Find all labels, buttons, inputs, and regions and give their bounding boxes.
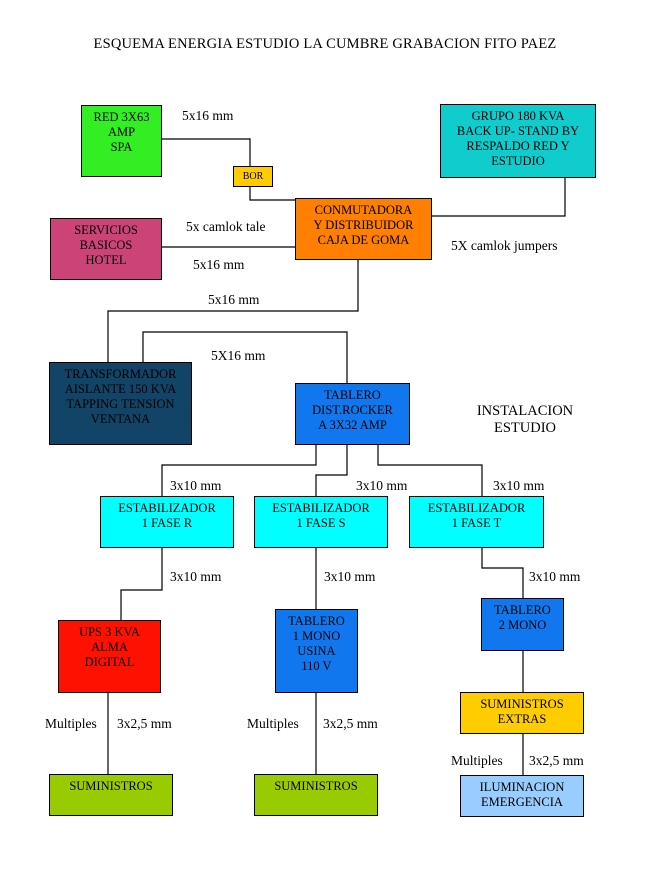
label-conm-to-trafo: 5x16 mm	[208, 292, 260, 307]
label-trafo-to-tablero: 5X16 mm	[211, 348, 266, 363]
label-multiples-3: Multiples	[451, 753, 503, 768]
wire-grupo-to-conmutadora	[432, 178, 566, 217]
wire-conmutadora-to-transformador	[107, 260, 359, 362]
transformador-box: TRANSFORMADOR AISLANTE 150 KVA TAPPING T…	[49, 362, 192, 445]
wire-tablero-to-estab-t	[377, 445, 483, 496]
label-estab-t-to-mono2: 3x10 mm	[529, 569, 581, 584]
diagram-title: ESQUEMA ENERGIA ESTUDIO LA CUMBRE GRABAC…	[93, 36, 557, 52]
label-to-estab-r: 3x10 mm	[170, 478, 222, 493]
label-to-estab-t: 3x10 mm	[493, 478, 545, 493]
label-estab-r-to-ups: 3x10 mm	[170, 569, 222, 584]
label-cable-1: 3x2,5 mm	[117, 716, 172, 731]
wire-estab-r-to-ups	[120, 548, 163, 620]
suministros-2-box: SUMINISTROS	[254, 774, 378, 816]
wire-tablero-to-estab-r	[161, 445, 317, 496]
label-camlok-jumpers: 5X camlok jumpers	[451, 238, 558, 253]
red-supply-box: RED 3X63 AMP SPA	[81, 105, 162, 177]
label-estab-s-to-mono1: 3x10 mm	[324, 569, 376, 584]
wire-transformador-to-tablero	[142, 331, 348, 383]
ups-box: UPS 3 KVA ALMA DIGITAL	[58, 620, 161, 693]
tablero-dist-box: TABLERO DIST.ROCKER A 3X32 AMP	[295, 383, 410, 445]
servicios-box: SERVICIOS BASICOS HOTEL	[50, 218, 162, 280]
estabilizador-r-box: ESTABILIZADOR 1 FASE R	[100, 496, 234, 548]
label-multiples-2: Multiples	[247, 716, 299, 731]
suministros-1-box: SUMINISTROS	[49, 774, 173, 816]
conmutadora-box: CONMUTADORA Y DISTRIBUIDOR CAJA DE GOMA	[295, 198, 432, 260]
label-camlok-tale: 5x camlok tale	[186, 219, 266, 234]
wire-tablero-to-estab-s	[315, 445, 348, 496]
suministros-extras-box: SUMINISTROS EXTRAS	[460, 692, 584, 734]
estabilizador-t-box: ESTABILIZADOR 1 FASE T	[409, 496, 544, 548]
tablero-mono1-box: TABLERO 1 MONO USINA 110 V	[275, 609, 358, 693]
label-cable-3: 3x2,5 mm	[529, 753, 584, 768]
grupo-generator-box: GRUPO 180 KVA BACK UP- STAND BY RESPALDO…	[440, 104, 596, 178]
label-multiples-1: Multiples	[45, 716, 97, 731]
bor-box: BOR	[233, 166, 273, 187]
label-servicios-cable: 5x16 mm	[193, 257, 245, 272]
label-cable-2: 3x2,5 mm	[323, 716, 378, 731]
wire-estab-t-to-mono2	[481, 548, 524, 598]
label-to-estab-s: 3x10 mm	[356, 478, 408, 493]
estabilizador-s-box: ESTABILIZADOR 1 FASE S	[254, 496, 388, 548]
tablero-mono2-box: TABLERO 2 MONO	[481, 598, 564, 651]
iluminacion-box: ILUMINACION EMERGENCIA	[460, 775, 584, 817]
wire-red-to-bor	[162, 138, 251, 166]
label-red-to-bor: 5x16 mm	[182, 108, 234, 123]
wire-bor-to-conmutadora	[249, 187, 295, 201]
section-label: INSTALACION ESTUDIO	[476, 403, 574, 436]
